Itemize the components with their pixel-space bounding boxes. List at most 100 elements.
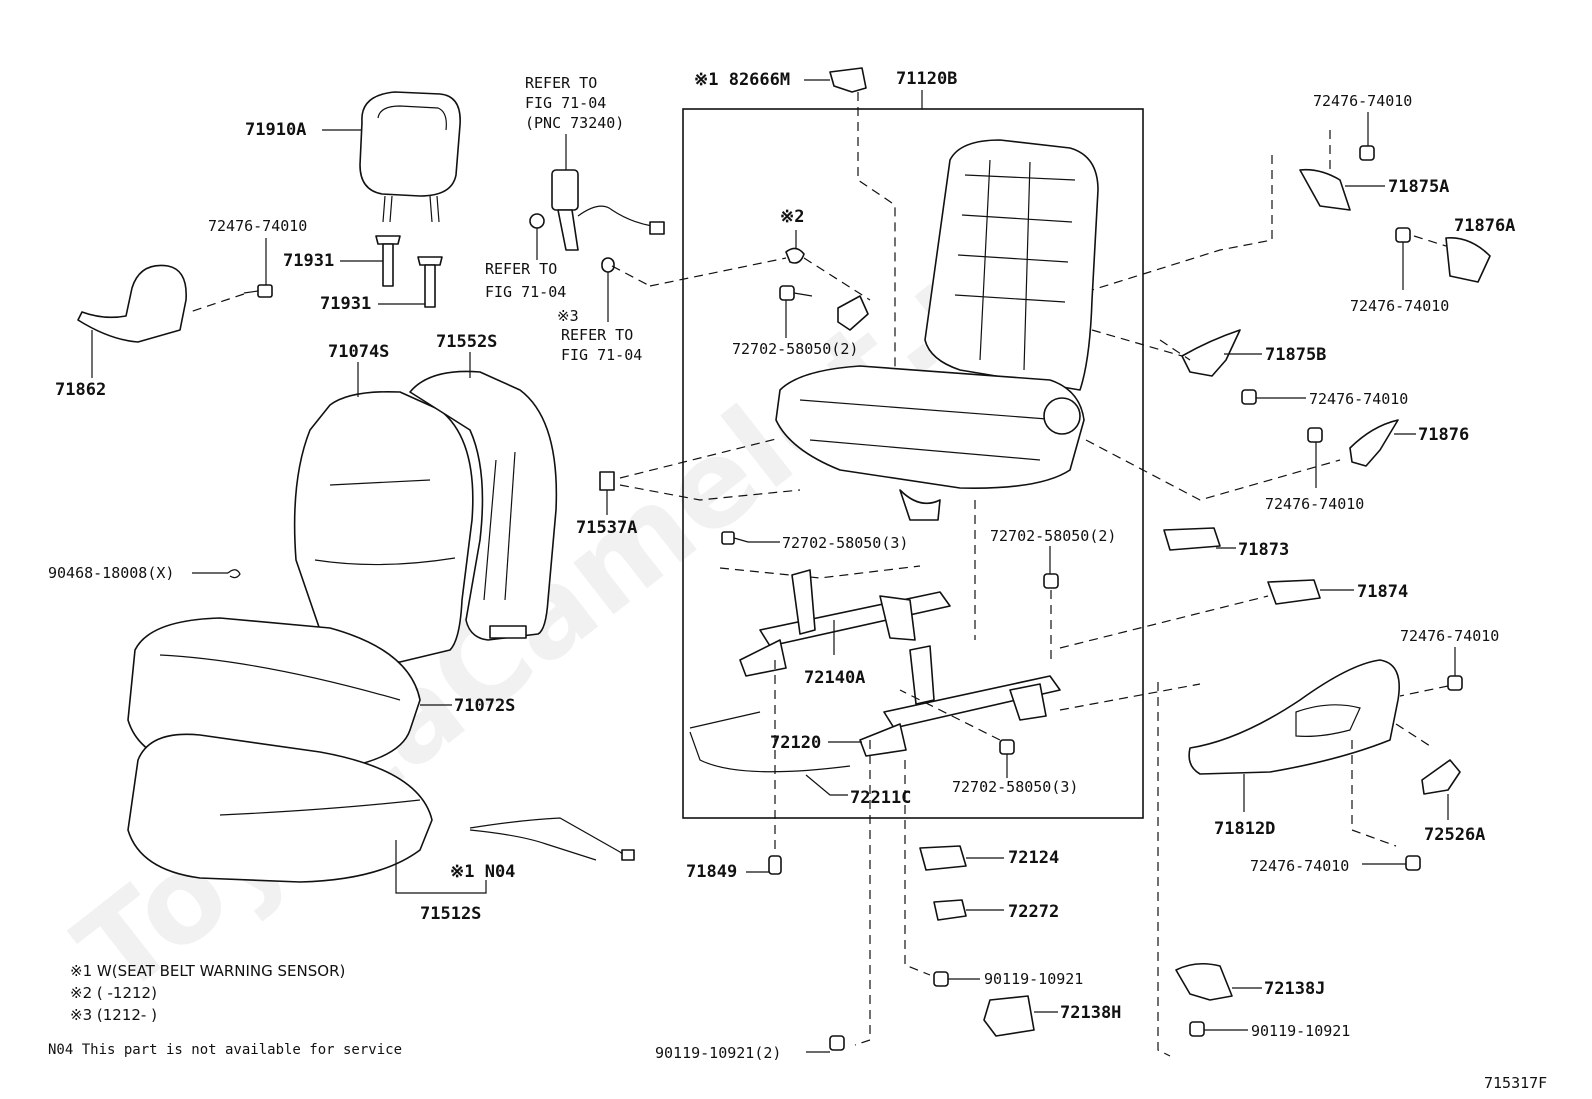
label-72702-58050-2-upper: 72702-58050(2) [732,340,858,358]
refer-text-5: FIG 71-04 [485,283,566,301]
label-71552S: 71552S [436,332,497,352]
label-71873: 71873 [1238,540,1289,560]
refer-text-4: REFER TO [485,260,557,278]
bolt-90119-right[interactable] [1189,1021,1205,1037]
bolt-r1[interactable] [1359,145,1375,161]
label-72476-74010-r2: 72476-74010 [1350,297,1449,315]
bracket-82666M-part[interactable] [829,67,867,93]
diagram-id: 715317F [1484,1074,1547,1092]
side-cover-71812D-part[interactable] [1188,659,1400,775]
refer-text-7: FIG 71-04 [561,346,642,364]
note-2: ※2 ( -1212) [70,984,157,1002]
note-4: N04 This part is not available for servi… [48,1042,402,1058]
seatbelt-buckle-part[interactable] [529,169,665,273]
bolt-r3[interactable] [1241,389,1257,405]
refer-text-6: REFER TO [561,326,633,344]
seatback-cover-part[interactable] [409,370,558,641]
label-72138H: 72138H [1060,1003,1121,1023]
cover-71876-part[interactable] [1349,419,1399,467]
cover-71875A-part[interactable] [1299,168,1351,211]
bracket-71874-part[interactable] [1267,579,1321,605]
label-71849: 71849 [686,862,737,882]
label-72140A: 72140A [804,668,865,688]
label-72526A: 72526A [1424,825,1485,845]
refer-mark-3: ※3 [557,307,579,325]
cover-71876A-part[interactable] [1445,237,1491,283]
bolt-72702-lower-left[interactable] [721,531,749,545]
label-90468-18008: 90468-18008(X) [48,564,174,582]
bolt-72702-right[interactable] [1043,573,1059,589]
seatbelt-sensor-part[interactable] [469,817,635,861]
cover-72138J-part[interactable] [1175,962,1233,1001]
label-72138J: 72138J [1264,979,1325,999]
mark-2: ※2 [780,207,804,227]
label-71072S: 71072S [454,696,515,716]
label-72272: 72272 [1008,902,1059,922]
headrest-part[interactable] [359,91,461,223]
label-82666M: ※1 82666M [694,70,790,90]
bolt-72702-lower-right[interactable] [999,739,1015,755]
refer-text-2: FIG 71-04 [525,94,606,112]
cover-72272-part[interactable] [933,899,967,921]
refer-text-3: (PNC 73240) [525,114,624,132]
bolt-r5[interactable] [1447,675,1463,691]
label-N04: ※1 N04 [450,862,515,882]
label-71876: 71876 [1418,425,1469,445]
cap-71537A-part[interactable] [599,471,615,491]
label-72476-74010-r6: 72476-74010 [1250,857,1349,875]
torsion-bar-part[interactable] [689,711,851,773]
note-3: ※3 (1212- ) [70,1006,157,1024]
seatback-pad-part[interactable] [293,390,474,663]
cover-71875B-part[interactable] [1181,329,1241,377]
label-72120: 72120 [770,733,821,753]
cover-72124-part[interactable] [919,845,967,871]
bolt-r6[interactable] [1405,855,1421,871]
seat-frame-part[interactable] [775,139,1099,521]
bolt-r2[interactable] [1395,227,1411,243]
label-72211C: 72211C [850,788,911,808]
clip-part[interactable] [785,247,805,264]
label-71512S: 71512S [420,904,481,924]
label-71074S: 71074S [328,342,389,362]
note-1: ※1 W(SEAT BELT WARNING SENSOR) [70,962,345,980]
cover-72138H-part[interactable] [983,995,1035,1037]
label-72124: 72124 [1008,848,1059,868]
headrest-support-part[interactable] [375,235,443,308]
bolt-r4[interactable] [1307,427,1323,443]
cover-cap-part[interactable] [77,264,187,352]
label-72702-58050-3-lower: 72702-58050(3) [952,778,1078,796]
seat-cushion-pad-part[interactable] [127,733,433,883]
seat-frame-box [682,108,1144,819]
label-90119-10921-2: 90119-10921(2) [655,1044,781,1062]
bolt-72702-upper-part[interactable] [779,285,813,301]
label-72702-58050-3-upper: 72702-58050(3) [782,534,908,552]
label-90119-10921-right: 90119-10921 [1251,1022,1350,1040]
bracket-71873-part[interactable] [1163,527,1221,551]
label-71875B: 71875B [1265,345,1326,365]
seat-track-right-part[interactable] [859,645,1061,757]
label-72476-74010-r1: 72476-74010 [1313,92,1412,110]
label-71862: 71862 [55,380,106,400]
label-72476-74010-r4: 72476-74010 [1265,495,1364,513]
seat-track-left-part[interactable] [739,569,951,677]
label-71931-lower: 71931 [320,294,371,314]
refer-text-1: REFER TO [525,74,597,92]
label-72476-74010-r5: 72476-74010 [1400,627,1499,645]
bracket-part[interactable] [837,295,869,331]
label-71537A: 71537A [576,518,637,538]
label-71874: 71874 [1357,582,1408,602]
label-72476-74010-r3: 72476-74010 [1309,390,1408,408]
bolt-90119-center[interactable] [933,971,949,987]
label-71910A: 71910A [245,120,306,140]
knob-72526A-part[interactable] [1421,759,1461,795]
label-72476-74010-headrest: 72476-74010 [208,217,307,235]
bolt-90119-bottom[interactable] [829,1035,845,1051]
label-71875A: 71875A [1388,177,1449,197]
bolt-icon[interactable] [243,284,273,298]
clip-icon[interactable] [227,569,241,579]
pin-71849-part[interactable] [768,855,782,875]
label-90119-10921-center: 90119-10921 [984,970,1083,988]
label-71876A: 71876A [1454,216,1515,236]
label-72702-58050-2-right: 72702-58050(2) [990,527,1116,545]
